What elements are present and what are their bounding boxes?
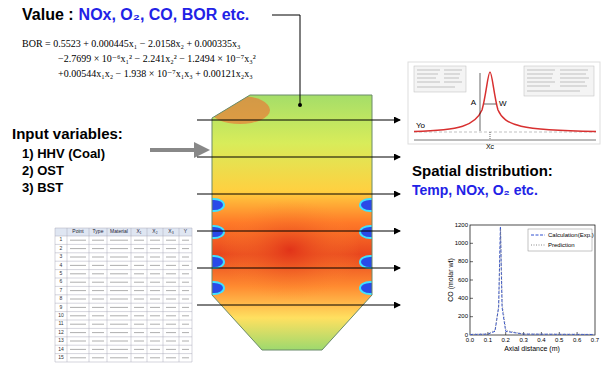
- value-list: NOx, O₂, CO, BOR etc.: [79, 6, 250, 24]
- table-cell: 11: [58, 321, 63, 327]
- table-cell: 4: [60, 263, 63, 269]
- table-cell: 6: [60, 279, 63, 285]
- peak-parameter: Xc: [486, 143, 494, 151]
- peak-parameter: Yo: [416, 121, 425, 130]
- peak-parameter: A: [471, 98, 476, 107]
- table-cell: 8: [60, 296, 63, 302]
- axis-tick: 0.5: [555, 337, 563, 344]
- co-chart: [470, 225, 595, 335]
- axis-tick: 0.2: [502, 337, 510, 344]
- table-header: Material: [110, 229, 128, 235]
- axis-tick: 1200: [455, 222, 468, 229]
- axis-tick: 1000: [455, 240, 468, 247]
- axis-tick: 400: [458, 295, 468, 302]
- table-cell: 1: [60, 237, 63, 243]
- output-arrows: [197, 120, 400, 305]
- axis-title: Axial distance (m): [504, 345, 560, 353]
- table-cell: 7: [60, 288, 63, 294]
- regression-formula: +0.00544x₁x₂ − 1.938 × 10⁻⁷x₁x₃ + 0.0012…: [58, 68, 253, 80]
- peak-parameter: W: [499, 99, 507, 108]
- value-heading: Value :: [22, 6, 74, 24]
- axis-tick: 0.1: [484, 337, 492, 344]
- peak-plot: [408, 62, 600, 144]
- table-cell: 9: [60, 305, 63, 311]
- table-header: Type: [93, 229, 104, 235]
- axis-tick: 600: [458, 277, 468, 284]
- table-cell: 5: [60, 271, 63, 277]
- output-list: Temp, NOx, O₂ etc.: [412, 182, 538, 198]
- table-cell: 15: [58, 355, 64, 361]
- leader-line: [272, 15, 300, 104]
- table-cell: 14: [58, 347, 64, 353]
- axis-tick: 0.3: [519, 337, 527, 344]
- input-heading: Input variables:: [12, 125, 123, 142]
- axis-tick: 0.0: [466, 337, 474, 344]
- regression-formula: −2.7699 × 10⁻⁶x₁² − 2.241x₂² − 1.2494 × …: [58, 53, 256, 65]
- table-cell: 2: [60, 246, 63, 252]
- axis-tick: 0.7: [591, 337, 599, 344]
- axis-tick: 0.4: [537, 337, 545, 344]
- axis-title: CO (molar wt): [447, 258, 455, 302]
- table-header: Point: [72, 229, 83, 235]
- legend-text: Calculation(Exp.): [548, 232, 594, 239]
- table-header: X₃: [168, 229, 173, 235]
- table-header: X₂: [152, 229, 157, 235]
- regression-formula: BOR = 0.5523 + 0.000445x₁ − 2.0158x₂ + 0…: [22, 38, 241, 50]
- legend-text: Prediction: [548, 242, 575, 249]
- table-cell: 13: [58, 338, 64, 344]
- output-heading: Spatial distribution:: [412, 162, 553, 179]
- axis-tick: 0.6: [573, 337, 581, 344]
- input-item: 2) OST: [22, 164, 64, 179]
- data-table: [55, 228, 192, 362]
- table-header: X₁: [136, 229, 141, 235]
- table-cell: 12: [58, 330, 64, 336]
- axis-tick: 800: [458, 258, 468, 265]
- input-item: 1) HHV (Coal): [22, 147, 105, 162]
- input-arrow: [150, 148, 206, 152]
- table-header: Y: [184, 229, 187, 235]
- input-item: 3) BST: [22, 181, 63, 196]
- axis-tick: 200: [458, 313, 468, 320]
- table-cell: 3: [60, 254, 63, 260]
- boiler-contour: [204, 90, 380, 355]
- table-cell: 10: [58, 313, 64, 319]
